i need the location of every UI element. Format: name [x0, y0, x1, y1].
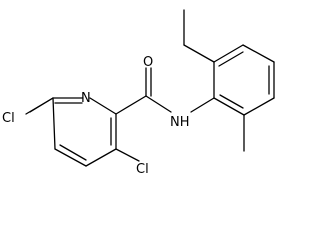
bond	[183, 44, 215, 63]
bond	[213, 44, 244, 63]
bond	[115, 148, 140, 162]
atom-label-n-ring: N	[81, 91, 91, 106]
bond	[59, 144, 87, 161]
bond	[85, 148, 117, 167]
atom-label-cl-bottom: Cl	[136, 162, 149, 177]
bond	[190, 97, 215, 113]
atom-label-nh-amide: NH	[170, 115, 190, 130]
molecule-structure: Cl N O NH Cl	[2, 9, 275, 177]
bond	[145, 95, 172, 113]
bond	[29, 97, 54, 113]
bond	[213, 97, 245, 116]
bond	[242, 44, 275, 63]
bond	[52, 97, 56, 150]
bond	[243, 97, 275, 116]
bond	[115, 95, 147, 115]
atom-label-o-carbonyl: O	[143, 55, 153, 70]
bond	[219, 94, 244, 109]
atom-label-cl-left: Cl	[2, 111, 15, 126]
bond	[218, 51, 244, 67]
bond	[89, 97, 117, 115]
bond	[54, 148, 87, 167]
